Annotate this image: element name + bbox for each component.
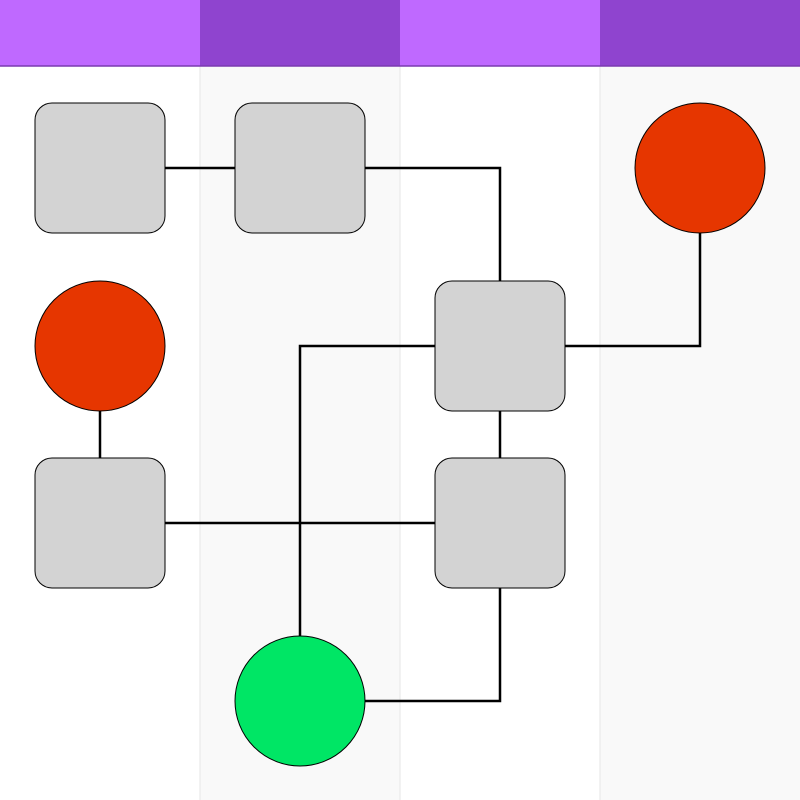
terminal-end-node-end-left[interactable]: [34, 280, 166, 412]
terminal-end-node-end-top-right[interactable]: [634, 102, 766, 234]
headers-layer: [0, 0, 800, 67]
lane-header-2: [200, 0, 400, 66]
nodes-layer: [34, 102, 766, 767]
process-node-process-c[interactable]: [434, 280, 566, 412]
edge-process-e-to-start: [365, 588, 502, 703]
edge-process-b-to-process-c: [365, 166, 502, 281]
lane-header-3: [400, 0, 600, 66]
edges-layer: [98, 166, 702, 703]
process-node-process-d[interactable]: [34, 457, 166, 589]
lane-header-1: [0, 0, 200, 66]
process-node-process-b[interactable]: [234, 102, 366, 234]
lane-header-4: [600, 0, 800, 66]
edge-process-c-to-end-top-right: [565, 233, 702, 348]
process-node-process-e[interactable]: [434, 457, 566, 589]
edge-process-c-to-start: [298, 344, 435, 636]
terminal-start-node-start[interactable]: [234, 635, 366, 767]
process-node-process-a[interactable]: [34, 102, 166, 234]
